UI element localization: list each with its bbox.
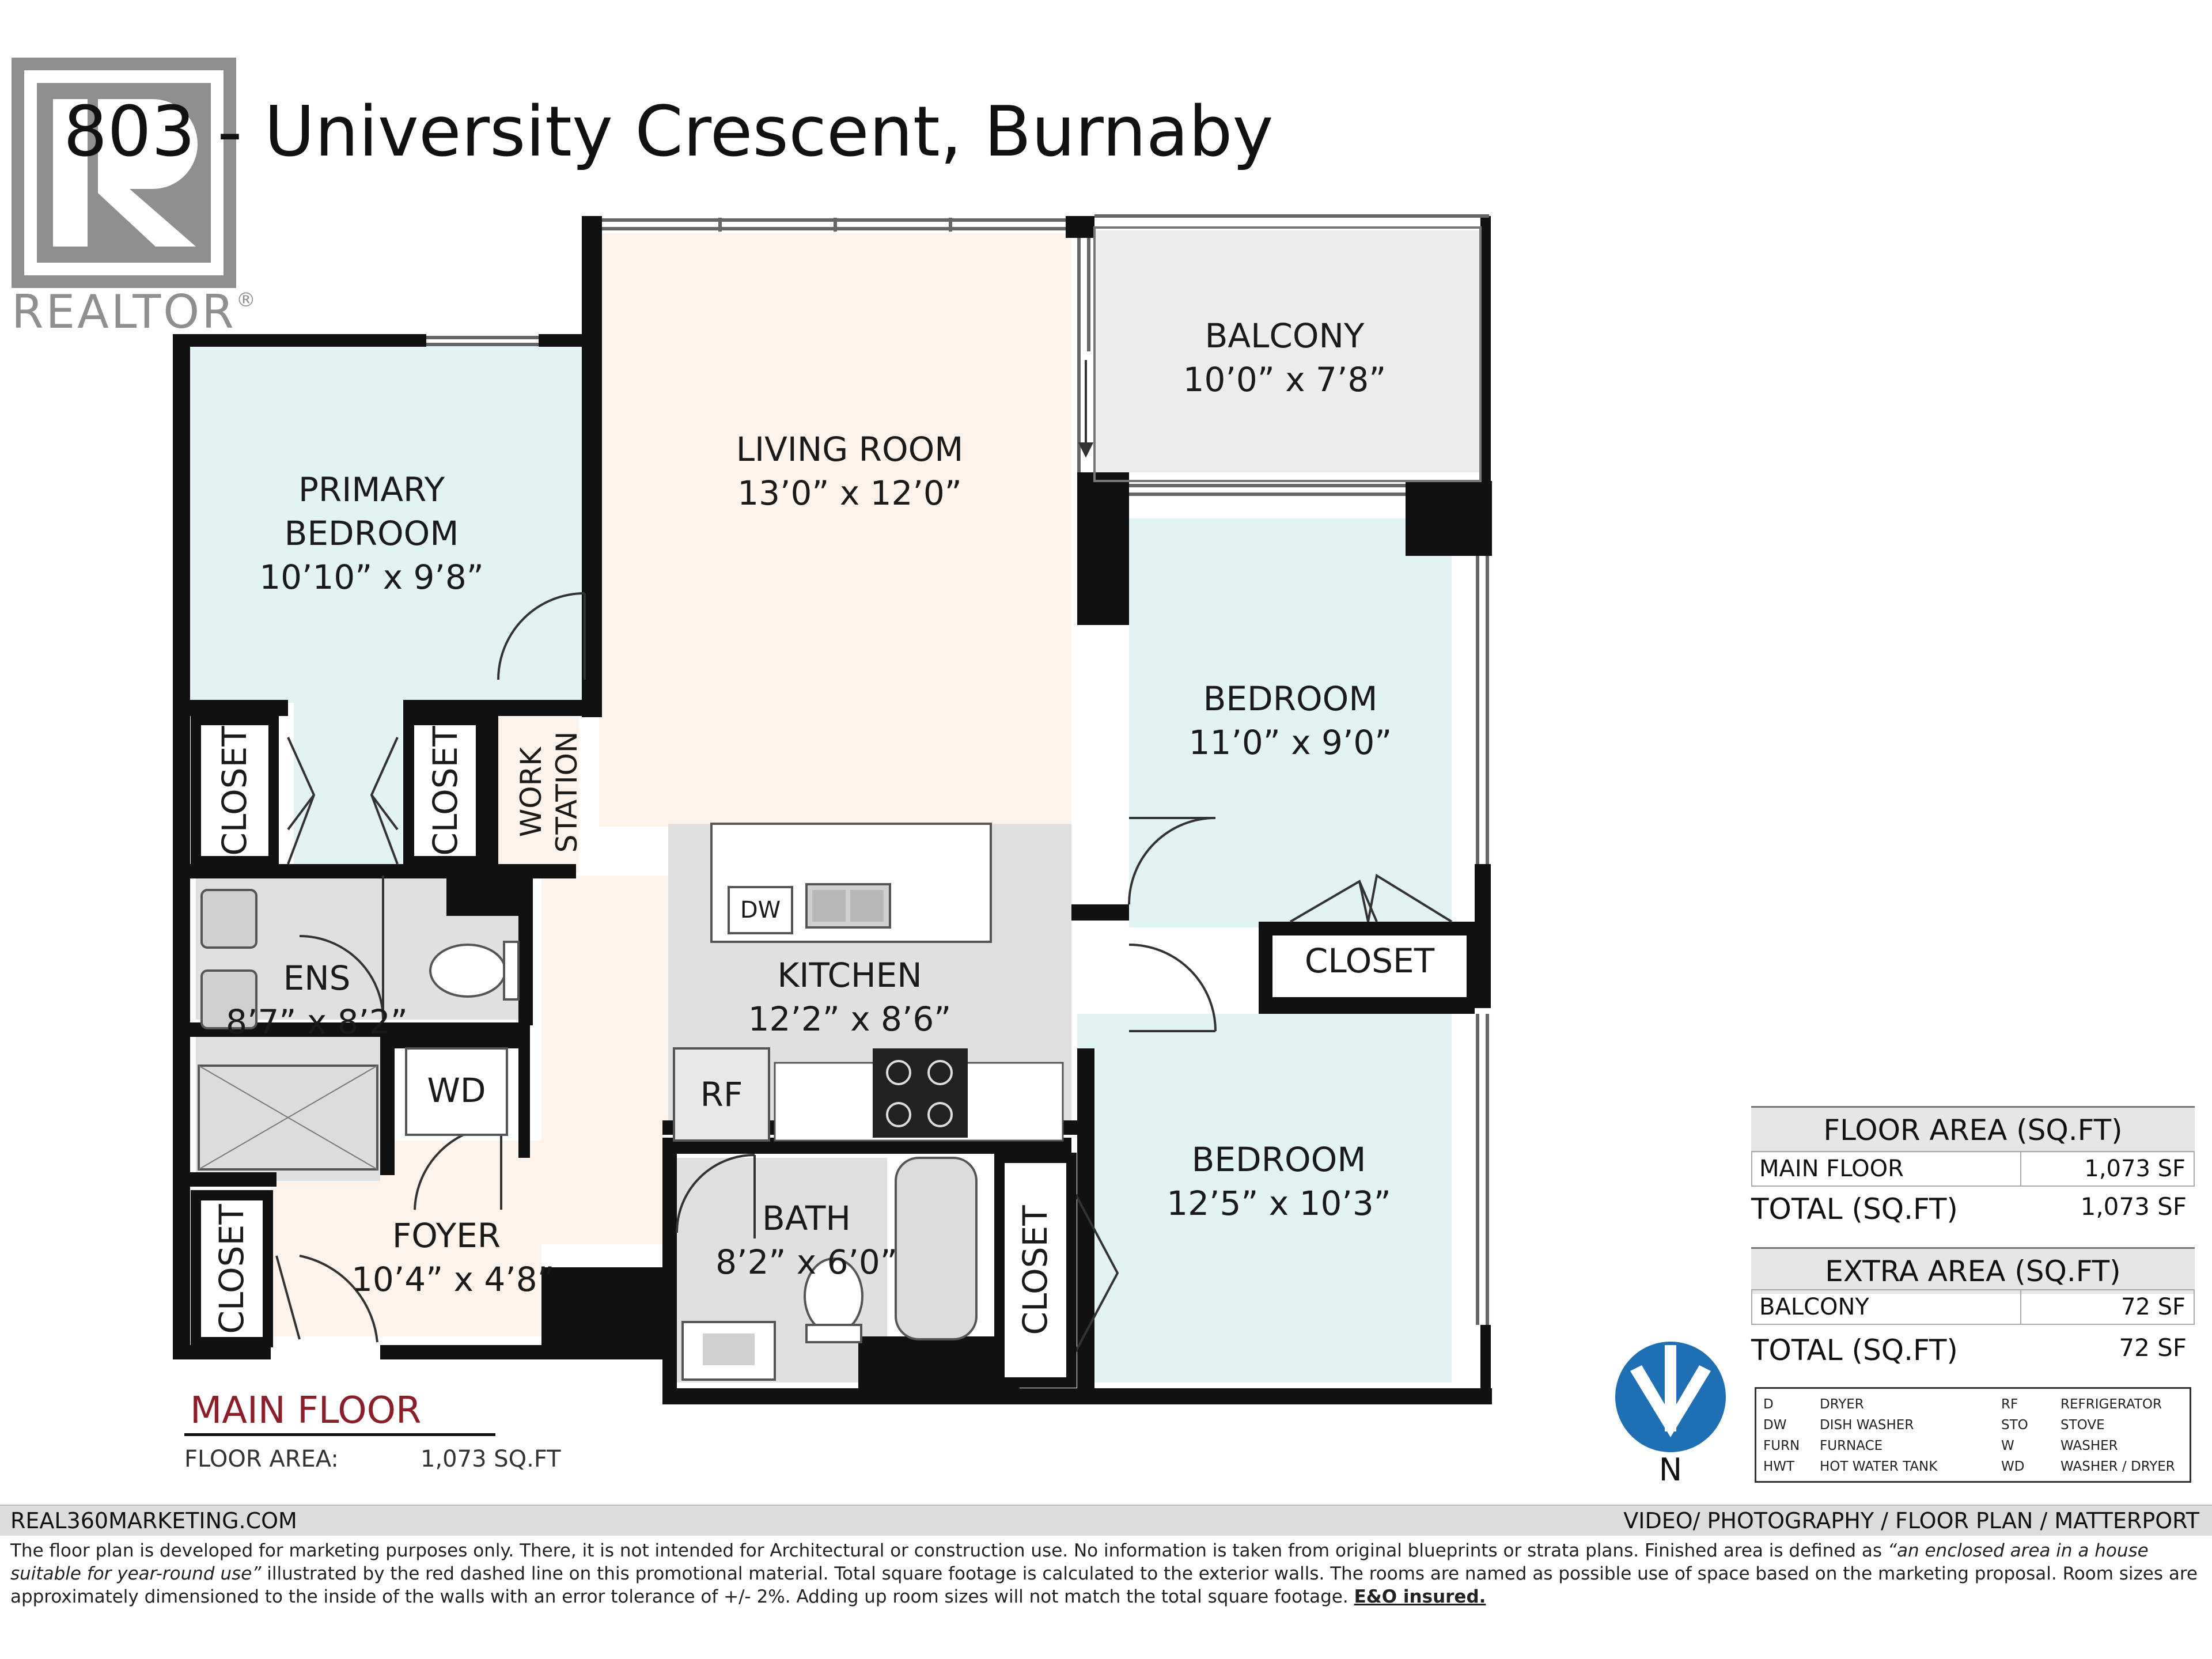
floor-area-total: TOTAL (SQ.FT) 1,073 SF bbox=[1751, 1192, 2195, 1226]
foyer-name: FOYER bbox=[392, 1216, 501, 1255]
closet-label-2: CLOSET bbox=[426, 726, 465, 856]
bedroom-size: 11’0” x 9’0” bbox=[1188, 723, 1392, 762]
living-room-name: LIVING ROOM bbox=[736, 430, 964, 469]
foyer-label: FOYER 10’4” x 4’8” bbox=[351, 1214, 555, 1301]
footer-bar: REAL360MARKETING.COM VIDEO/ PHOTOGRAPHY … bbox=[0, 1505, 2212, 1536]
extra-area-row-value: 72 SF bbox=[2120, 1294, 2186, 1320]
balcony-name: BALCONY bbox=[1205, 316, 1365, 355]
door-swings bbox=[275, 592, 1453, 1360]
compass-north-icon bbox=[1615, 1342, 1726, 1452]
closet-boxes bbox=[191, 715, 1477, 1388]
legend-code: RF bbox=[2001, 1397, 2018, 1412]
balcony-outline bbox=[1093, 226, 1482, 482]
legend-meaning: FURNACE bbox=[1820, 1438, 1883, 1453]
balcony-label: BALCONY 10’0” x 7’8” bbox=[1094, 314, 1475, 402]
floor-area-row-value: 1,073 SF bbox=[2084, 1156, 2186, 1182]
floor-area-label: FLOOR AREA: bbox=[184, 1446, 339, 1472]
extra-area-header: EXTRA AREA (SQ.FT) bbox=[1751, 1247, 2195, 1294]
foyer-size: 10’4” x 4’8” bbox=[351, 1260, 555, 1299]
page-title: 803 - University Crescent, Burnaby bbox=[63, 92, 1274, 172]
legend-code: HWT bbox=[1763, 1459, 1795, 1474]
floor-area-value: 1,073 SQ.FT bbox=[421, 1446, 561, 1472]
legend-meaning: REFRIGERATOR bbox=[2061, 1397, 2162, 1412]
floor-label-underline bbox=[184, 1433, 495, 1436]
legend-meaning: WASHER / DRYER bbox=[2061, 1459, 2175, 1474]
extra-area-total-label: TOTAL (SQ.FT) bbox=[1751, 1334, 1958, 1367]
extra-area-total-value: 72 SF bbox=[2119, 1334, 2187, 1362]
primary-bedroom-name-1: PRIMARY bbox=[298, 470, 445, 509]
work-station-label: WORK STATION bbox=[513, 732, 585, 853]
work-station-line-2: STATION bbox=[550, 731, 584, 853]
kitchen-label: KITCHEN 12’2” x 8’6” bbox=[703, 953, 997, 1041]
floor-area-total-label: TOTAL (SQ.FT) bbox=[1751, 1192, 1958, 1226]
legend-meaning: DRYER bbox=[1820, 1397, 1864, 1412]
kitchen-name: KITCHEN bbox=[777, 956, 922, 995]
living-room-label: LIVING ROOM 13’0” x 12’0” bbox=[691, 427, 1008, 515]
closet-label-3: CLOSET bbox=[212, 1204, 251, 1334]
legend-code: DW bbox=[1763, 1418, 1787, 1433]
floor-label: MAIN FLOOR bbox=[190, 1389, 422, 1432]
disclaimer-part-b: illustrated by the red dashed line on th… bbox=[10, 1563, 2198, 1607]
footer-site-link[interactable]: REAL360MARKETING.COM bbox=[10, 1508, 297, 1533]
slider-arrow bbox=[1078, 360, 1094, 458]
primary-bedroom-size: 10’10” x 9’8” bbox=[259, 558, 484, 597]
ens-size: 8’7” x 8’2” bbox=[226, 1002, 408, 1041]
balcony-size: 10’0” x 7’8” bbox=[1183, 360, 1387, 399]
extra-area-row-label: BALCONY bbox=[1759, 1294, 1869, 1320]
compass: N bbox=[1613, 1339, 1728, 1489]
closet-label-5: CLOSET bbox=[1304, 941, 1435, 980]
primary-bedroom-label: PRIMARY BEDROOM 10’10” x 9’8” bbox=[219, 468, 524, 599]
extra-area-total: TOTAL (SQ.FT) 72 SF bbox=[1751, 1334, 2195, 1367]
disclaimer-quote: “an enclosed area in a house suitable fo… bbox=[10, 1540, 2149, 1584]
abbreviation-legend: D DRYER DW DISH WASHER FURN FURNACE HWT … bbox=[1755, 1387, 2191, 1483]
closet-label-4: CLOSET bbox=[1016, 1205, 1055, 1335]
floor-area-total-value: 1,073 SF bbox=[2080, 1192, 2187, 1221]
living-room-size: 13’0” x 12’0” bbox=[737, 474, 962, 513]
legend-code: FURN bbox=[1763, 1438, 1800, 1453]
realtor-wordmark: REALTOR® bbox=[12, 285, 258, 339]
legend-code: D bbox=[1763, 1397, 1774, 1412]
ens-label: ENS 8’7” x 8’2” bbox=[219, 956, 415, 1044]
floor-area-row-label: MAIN FLOOR bbox=[1759, 1156, 1904, 1182]
table-separator bbox=[2020, 1152, 2021, 1185]
legend-meaning: WASHER bbox=[2061, 1438, 2118, 1453]
disclaimer-part-a: The floor plan is developed for marketin… bbox=[10, 1540, 1888, 1561]
compass-label: N bbox=[1658, 1452, 1683, 1488]
rf-label: RF bbox=[700, 1075, 743, 1114]
legend-code: WD bbox=[2001, 1459, 2025, 1474]
realtor-logo bbox=[12, 58, 236, 288]
wd-label: WD bbox=[427, 1071, 486, 1110]
legend-code: W bbox=[2001, 1438, 2014, 1453]
realtor-logo-icon bbox=[12, 58, 236, 288]
extra-area-row: BALCONY 72 SF bbox=[1751, 1289, 2195, 1325]
ens-name: ENS bbox=[283, 959, 351, 998]
bedroom-2-size: 12’5” x 10’3” bbox=[1166, 1184, 1391, 1223]
bedroom-2-label: BEDROOM 12’5” x 10’3” bbox=[1123, 1138, 1434, 1225]
primary-bedroom-name-2: BEDROOM bbox=[284, 514, 459, 553]
dw-label: DW bbox=[740, 897, 781, 923]
fixtures bbox=[198, 823, 1064, 1381]
bedroom-name: BEDROOM bbox=[1203, 679, 1378, 718]
bath-size: 8’2” x 6’0” bbox=[715, 1243, 897, 1282]
bath-label: BATH 8’2” x 6’0” bbox=[714, 1196, 899, 1284]
legend-meaning: HOT WATER TANK bbox=[1820, 1459, 1938, 1474]
closet-label-1: CLOSET bbox=[215, 726, 254, 856]
legend-meaning: DISH WASHER bbox=[1820, 1418, 1914, 1433]
windows bbox=[426, 214, 1489, 1325]
footer-services: VIDEO/ PHOTOGRAPHY / FLOOR PLAN / MATTER… bbox=[1623, 1508, 2199, 1533]
work-station-line-1: WORK bbox=[514, 747, 548, 838]
disclaimer: The floor plan is developed for marketin… bbox=[10, 1539, 2199, 1608]
bath-name: BATH bbox=[762, 1199, 851, 1238]
bedroom-label: BEDROOM 11’0” x 9’0” bbox=[1135, 677, 1446, 764]
disclaimer-eo: E&O insured. bbox=[1354, 1586, 1486, 1607]
table-separator bbox=[2020, 1290, 2021, 1324]
floor-area-header: FLOOR AREA (SQ.FT) bbox=[1751, 1106, 2195, 1153]
kitchen-size: 12’2” x 8’6” bbox=[748, 999, 952, 1039]
legend-code: STO bbox=[2001, 1418, 2028, 1433]
bedroom-2-name: BEDROOM bbox=[1191, 1140, 1366, 1179]
floor-area-row: MAIN FLOOR 1,073 SF bbox=[1751, 1151, 2195, 1187]
legend-meaning: STOVE bbox=[2061, 1418, 2105, 1433]
